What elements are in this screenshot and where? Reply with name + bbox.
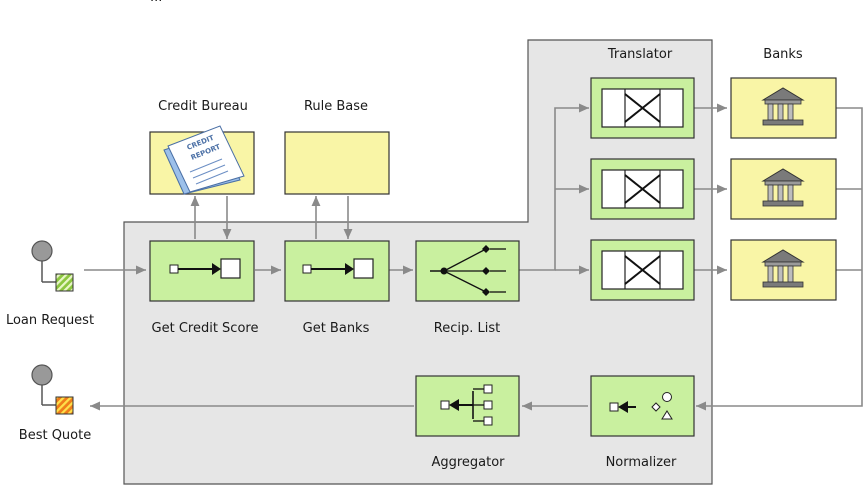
get-banks-component[interactable]: [284, 240, 390, 302]
endpoint-icon: [31, 240, 53, 262]
translator-label: Translator: [607, 47, 673, 62]
translator-1[interactable]: [590, 77, 695, 139]
rule-base-resource: [284, 131, 390, 195]
aggregator-icon: [440, 384, 493, 426]
aggregator-component[interactable]: [415, 375, 520, 437]
translator-3[interactable]: [590, 239, 695, 301]
endpoint-icon: [31, 364, 53, 386]
top-partial-label: ...: [150, 0, 162, 5]
best-quote-endpoint[interactable]: [31, 364, 74, 415]
bank-3[interactable]: [730, 239, 837, 301]
bank-2[interactable]: [730, 158, 837, 220]
bank-building-icon: [761, 87, 805, 126]
rule-base-label: Rule Base: [303, 99, 369, 114]
get-banks-label: Get Banks: [302, 321, 370, 336]
banks-label: Banks: [763, 47, 803, 62]
best-quote-label: Best Quote: [18, 428, 92, 443]
content-enricher-icon: [302, 258, 374, 279]
credit-bureau-label: Credit Bureau: [158, 99, 248, 114]
message-translator-icon: [601, 169, 684, 209]
recipient-list-icon: [430, 245, 506, 296]
message-translator-icon: [601, 88, 684, 128]
credit-bureau-resource: CREDIT REPORT: [149, 125, 255, 195]
credit-report-document-icon: CREDIT REPORT: [163, 125, 245, 195]
bank-building-icon: [761, 168, 805, 207]
normalizer-label: Normalizer: [605, 455, 677, 470]
message-translator-icon: [601, 250, 684, 290]
loan-request-label: Loan Request: [5, 313, 95, 328]
connector-banks-to-normalizer: [696, 107, 863, 411]
translator-2[interactable]: [590, 158, 695, 220]
bank-1[interactable]: [730, 77, 837, 139]
recipient-list-component[interactable]: [415, 240, 520, 302]
bank-building-icon: [761, 249, 805, 288]
loan-request-endpoint[interactable]: [31, 240, 74, 292]
normalizer-component[interactable]: [590, 375, 695, 437]
get-credit-score-label: Get Credit Score: [151, 321, 259, 336]
recip-list-label: Recip. List: [433, 321, 501, 336]
get-credit-score-component[interactable]: [149, 240, 255, 302]
aggregator-label: Aggregator: [431, 455, 505, 470]
normalizer-icon: [609, 392, 673, 420]
content-enricher-icon: [169, 258, 241, 279]
top-partial-text: ...: [0, 0, 866, 22]
